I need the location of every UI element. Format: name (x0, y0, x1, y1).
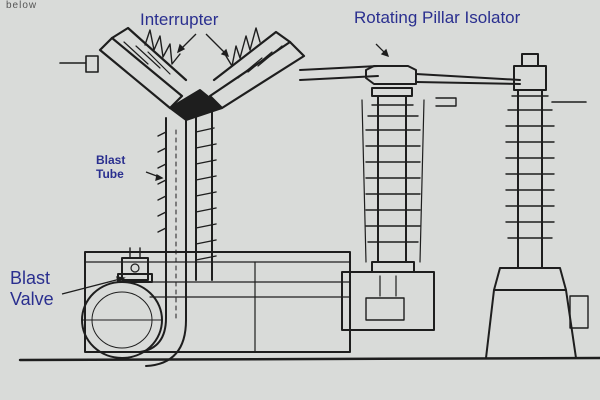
blast-valve (117, 247, 153, 283)
interrupter-label: Interrupter (140, 10, 219, 29)
ground-line (18, 356, 600, 362)
blast-valve-label-line1: Blast (10, 268, 51, 288)
header-fragment: below (6, 0, 38, 11)
rotating-pillar-isolator-label: Rotating Pillar Isolator (354, 8, 521, 27)
blast-valve-label: Blast Valve (10, 268, 54, 309)
isolator-terminal (435, 97, 457, 107)
blast-tube-label-line2: Tube (96, 166, 124, 181)
rotating-pillar-isolator (341, 65, 521, 331)
blast-valve-label-line2: Valve (10, 288, 54, 309)
blast-tube-label-line1: Blast (96, 153, 126, 167)
interrupter-support-column (195, 109, 217, 281)
left-terminal (59, 55, 99, 73)
air-receiver-tank (81, 281, 163, 359)
blast-valve-arrow (61, 277, 125, 295)
fixed-pillar (485, 53, 589, 359)
base-cabinet (84, 251, 351, 353)
interrupter-head (98, 26, 306, 121)
blast-tube (139, 117, 187, 367)
blast-tube-label: Blast Tube (96, 153, 126, 182)
